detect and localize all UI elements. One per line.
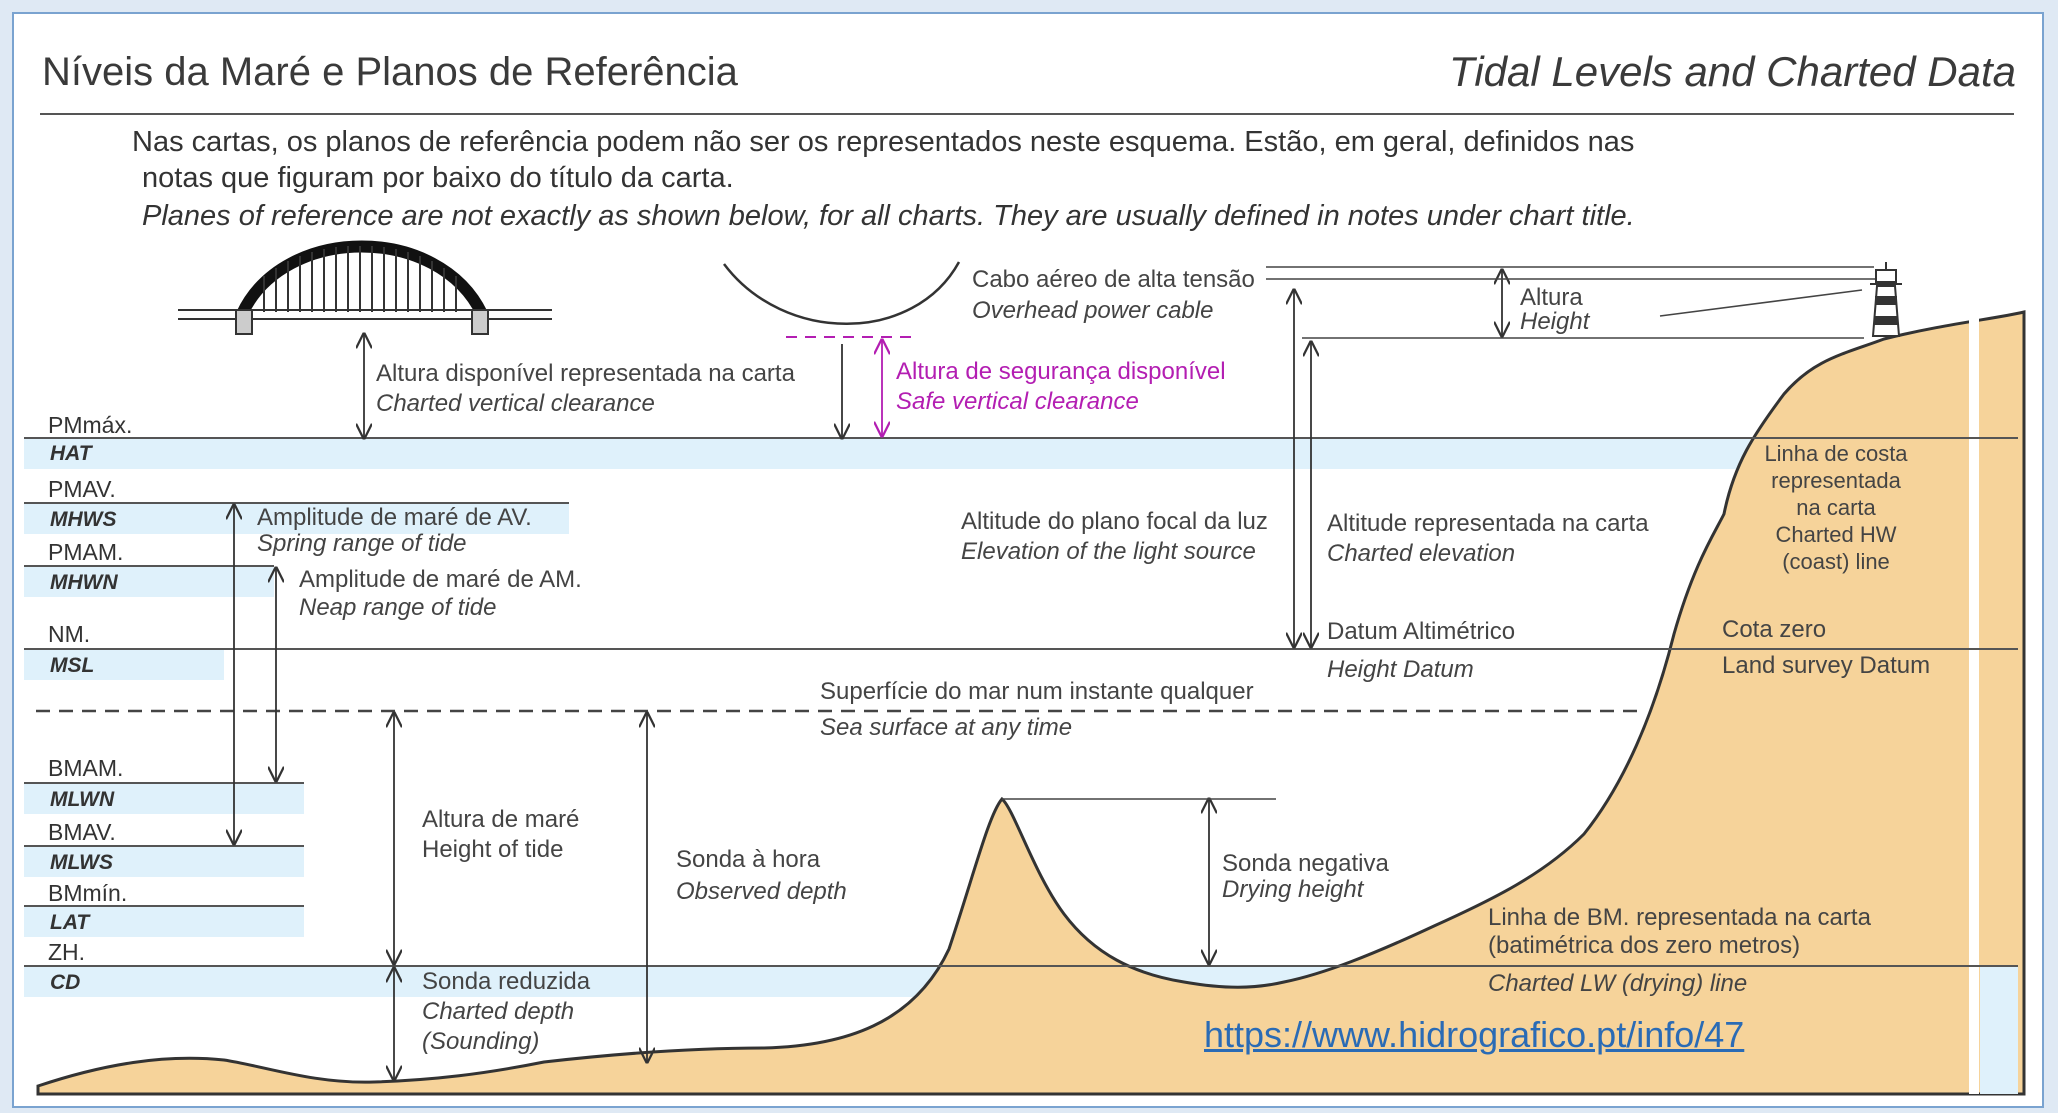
label-lw-pt-1: Linha de BM. representada na carta [1488, 904, 1871, 931]
level-pmav: PMAV. [48, 476, 116, 502]
label-safe-en: Safe vertical clearance [896, 388, 1139, 415]
sea-column [1980, 967, 2018, 1094]
intro-line-3: Planes of reference are not exactly as s… [142, 200, 1635, 232]
label-spring-pt: Amplitude de maré de AV. [257, 504, 532, 531]
band-msl [24, 650, 224, 680]
level-hat: HAT [50, 442, 92, 465]
level-msl: MSL [50, 654, 95, 677]
label-focal-en: Elevation of the light source [961, 538, 1256, 565]
label-datum-en: Height Datum [1327, 656, 1474, 683]
label-clearance-pt: Altura disponível representada na carta [376, 360, 795, 387]
label-tide-en: Height of tide [422, 836, 564, 863]
label-tide-pt: Altura de maré [422, 806, 580, 833]
level-zh: ZH. [48, 939, 86, 965]
intro-line-1: Nas cartas, os planos de referência pode… [132, 126, 1635, 158]
level-bmam: BMAM. [48, 755, 124, 781]
band-mhws [24, 504, 569, 534]
label-cable-en: Overhead power cable [972, 297, 1214, 324]
coastline-label: Linha de costa representada na carta Cha… [1726, 440, 1946, 575]
level-nm: NM. [48, 621, 91, 647]
reference-lines [1002, 266, 1884, 800]
diagram-panel: Níveis da Maré e Planos de Referência Ti… [12, 12, 2044, 1108]
label-observed-pt: Sonda à hora [676, 846, 821, 873]
level-lat: LAT [50, 911, 90, 934]
label-height-en: Height [1520, 308, 1590, 335]
band-mlwn [24, 784, 304, 814]
cable-curve [723, 261, 961, 325]
label-cota-en: Land survey Datum [1722, 652, 1931, 679]
intro-line-2: notas que figuram por baixo do título da… [142, 162, 734, 194]
level-bmav: BMAV. [48, 819, 116, 845]
level-bmmin: BMmín. [48, 880, 128, 906]
level-mlwn: MLWN [50, 788, 115, 811]
bridge-icon [178, 240, 552, 335]
label-reduced-pt: Sonda reduzida [422, 968, 591, 995]
band-hat [24, 439, 1764, 469]
label-spring-en: Spring range of tide [257, 530, 467, 557]
level-pmmax: PMmáx. [48, 412, 133, 438]
label-sea-en: Sea surface at any time [820, 714, 1073, 741]
band-mlws [24, 847, 304, 877]
label-elevation-pt: Altitude representada na carta [1327, 510, 1649, 537]
label-sea-pt: Superfície do mar num instante qualquer [820, 678, 1254, 705]
label-cota-pt: Cota zero [1722, 616, 1827, 643]
label-clearance-en: Charted vertical clearance [376, 390, 655, 417]
band-lat [24, 907, 304, 937]
title-en: Tidal Levels and Charted Data [1449, 48, 2016, 95]
label-safe-pt: Altura de segurança disponível [896, 358, 1226, 385]
coast-line-2: representada [1771, 468, 1901, 493]
title-pt: Níveis da Maré e Planos de Referência [42, 50, 738, 94]
source-link[interactable]: https://www.hidrografico.pt/info/47 [1204, 1014, 1745, 1055]
label-reduced-en-1: Charted depth [422, 998, 575, 1025]
level-pmam: PMAM. [48, 539, 124, 565]
label-neap-pt: Amplitude de maré de AM. [299, 566, 582, 593]
label-lw-en: Charted LW (drying) line [1488, 970, 1748, 997]
label-datum-pt: Datum Altimétrico [1327, 618, 1516, 645]
label-drying-en: Drying height [1222, 876, 1364, 903]
level-cd: CD [50, 971, 81, 994]
coast-line-4: Charted HW [1775, 522, 1897, 547]
right-white-edge [1969, 314, 1979, 1094]
level-mlws: MLWS [50, 851, 113, 874]
label-height-pt: Altura [1520, 284, 1583, 311]
label-reduced-en-2: (Sounding) [422, 1028, 540, 1055]
coast-line-1: Linha de costa [1764, 441, 1908, 466]
label-drying-pt: Sonda negativa [1222, 850, 1389, 877]
lighthouse-icon [1870, 262, 1902, 337]
label-cable-pt: Cabo aéreo de alta tensão [972, 266, 1255, 293]
level-mhws: MHWS [50, 508, 117, 531]
dimension-arrows [234, 270, 1502, 1080]
level-mhwn: MHWN [50, 571, 118, 594]
label-lw-pt-2: (batimétrica dos zero metros) [1488, 932, 1801, 959]
coast-line-5: (coast) line [1782, 549, 1890, 574]
label-elevation-en: Charted elevation [1327, 540, 1516, 567]
label-focal-pt: Altitude do plano focal da luz [961, 508, 1268, 535]
diagram-drawing [24, 113, 2026, 1096]
coast-line-3: na carta [1796, 495, 1876, 520]
land-seabed [36, 310, 2026, 1096]
label-observed-en: Observed depth [676, 878, 847, 905]
label-neap-en: Neap range of tide [299, 594, 497, 621]
